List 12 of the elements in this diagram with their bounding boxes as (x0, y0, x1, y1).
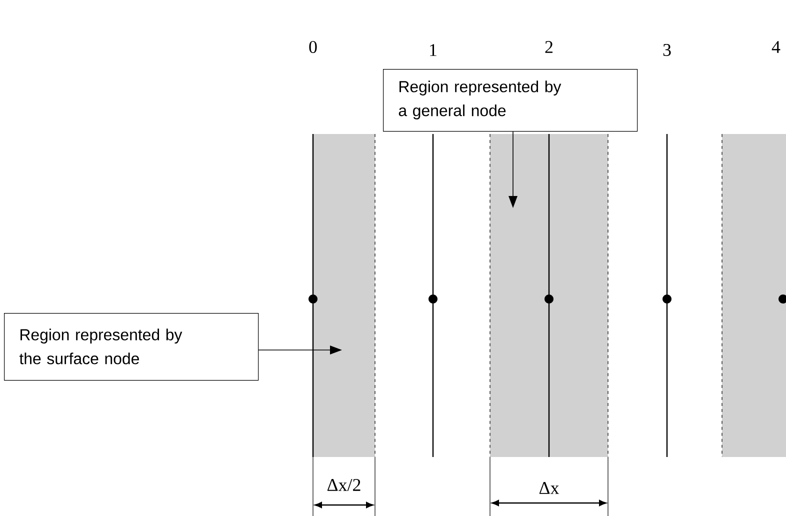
leader-arrow (508, 131, 518, 208)
dimension-label: Δx (539, 482, 560, 494)
leader-arrow (258, 345, 342, 354)
hatched-region (313, 134, 376, 458)
dimension-label: Δx/2 (327, 478, 360, 491)
node-number: 3 (663, 44, 671, 56)
hatched-region (490, 134, 608, 458)
callout-box: Region represented by a general node (383, 69, 638, 132)
node-number: 4 (772, 41, 780, 53)
node-number: 0 (309, 40, 317, 54)
callout-box: Region represented by the surface node (4, 312, 259, 381)
node-number: 2 (545, 41, 552, 53)
